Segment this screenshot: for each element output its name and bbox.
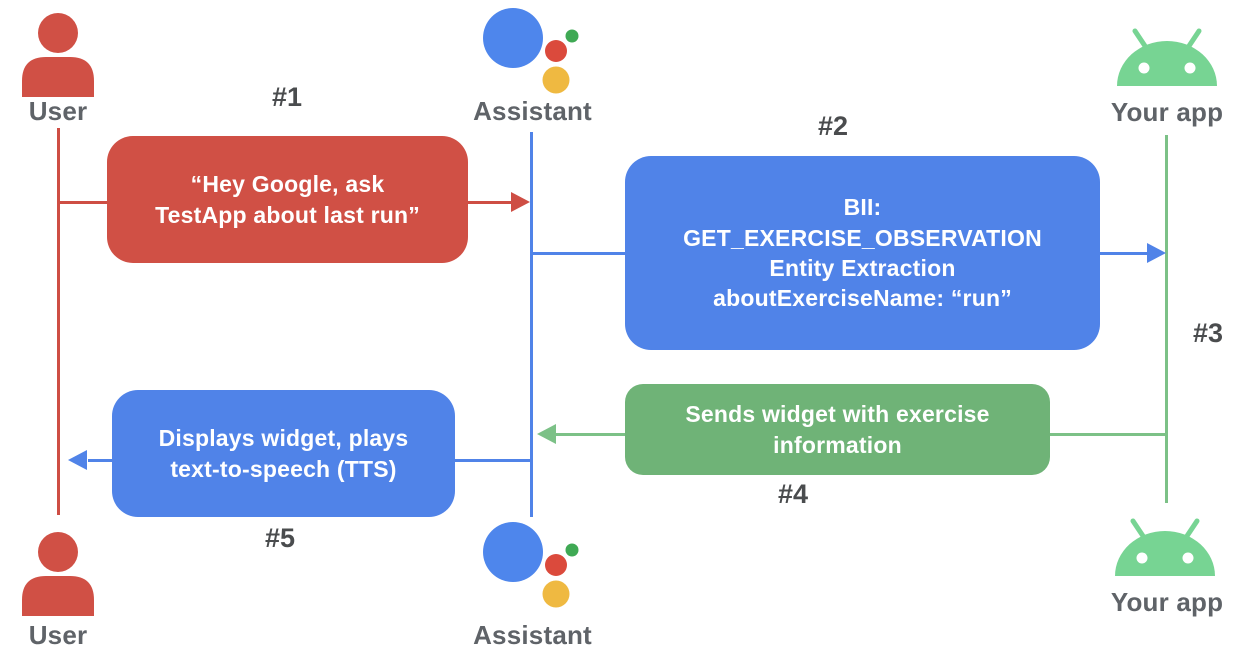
step3-label: #3 bbox=[1192, 318, 1224, 348]
assistant-lifeline bbox=[530, 132, 533, 517]
step2-message-text: BII: GET_EXERCISE_OBSERVATION Entity Ext… bbox=[683, 194, 1042, 312]
actor-app-bottom bbox=[1113, 516, 1217, 578]
actor-app-top bbox=[1115, 26, 1219, 88]
actor-user-bottom bbox=[17, 530, 99, 616]
step1-arrowhead-icon bbox=[511, 192, 530, 212]
step2-message-box: BII: GET_EXERCISE_OBSERVATION Entity Ext… bbox=[625, 156, 1100, 350]
user-lifeline bbox=[57, 128, 60, 515]
step1-message-text: “Hey Google, ask TestApp about last run” bbox=[155, 171, 420, 228]
step1-message-box: “Hey Google, ask TestApp about last run” bbox=[107, 136, 468, 263]
person-icon bbox=[22, 532, 94, 616]
step5-label: #5 bbox=[264, 523, 296, 553]
actor-label-app-top: Your app bbox=[1110, 97, 1224, 127]
app-lifeline bbox=[1165, 135, 1168, 503]
actor-label-assistant-bottom: Assistant bbox=[473, 620, 592, 650]
step5-arrowhead-icon bbox=[68, 450, 87, 470]
google-assistant-logo bbox=[483, 522, 579, 608]
actor-assistant-top bbox=[480, 5, 585, 95]
android-robot-icon bbox=[1117, 28, 1217, 86]
step1-label: #1 bbox=[271, 82, 303, 112]
actor-label-assistant-top: Assistant bbox=[473, 96, 592, 126]
step5-message-box: Displays widget, plays text-to-speech (T… bbox=[112, 390, 455, 517]
step4-message-box: Sends widget with exercise information bbox=[625, 384, 1050, 475]
android-robot-icon bbox=[1115, 518, 1215, 576]
person-icon bbox=[22, 13, 94, 97]
actor-label-user-bottom: User bbox=[28, 620, 88, 650]
step4-label: #4 bbox=[777, 479, 809, 509]
actor-assistant-bottom bbox=[480, 519, 585, 609]
actor-user-top bbox=[17, 11, 99, 97]
step4-message-text: Sends widget with exercise information bbox=[685, 401, 990, 458]
google-assistant-logo bbox=[483, 8, 579, 94]
step2-label: #2 bbox=[817, 111, 849, 141]
step2-arrowhead-icon bbox=[1147, 243, 1166, 263]
step4-arrowhead-icon bbox=[537, 424, 556, 444]
actor-label-user-top: User bbox=[28, 96, 88, 126]
actor-label-app-bottom: Your app bbox=[1110, 587, 1224, 617]
step5-message-text: Displays widget, plays text-to-speech (T… bbox=[158, 425, 409, 482]
